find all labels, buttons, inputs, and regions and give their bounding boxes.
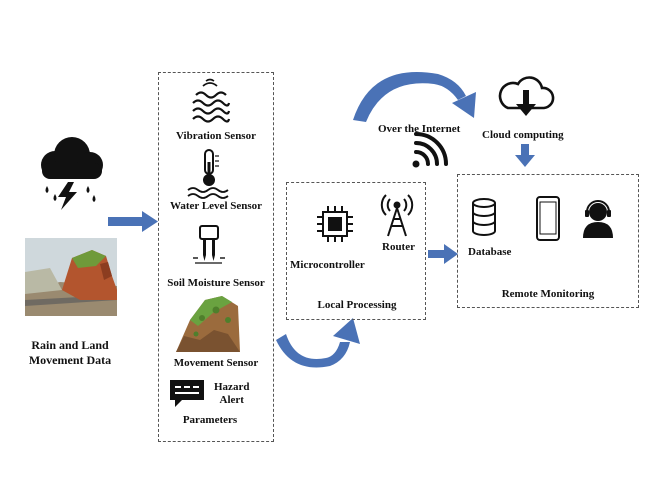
tablet-icon: [536, 196, 560, 241]
water-level-sensor-label: Water Level Sensor: [169, 200, 263, 212]
arrow-sensors-to-local: [276, 318, 360, 368]
microcontroller-label: Microcontroller: [290, 259, 365, 271]
parameters-box: [158, 72, 274, 442]
hill-movement-icon: [176, 296, 240, 352]
remote-monitoring-title: Remote Monitoring: [501, 288, 595, 300]
storm-cloud-icon: [41, 137, 103, 210]
landslide-image: [25, 238, 117, 316]
router-label: Router: [382, 241, 415, 253]
wifi-icon: [412, 132, 448, 168]
thermometer-water-icon: [187, 149, 229, 199]
soil-probe-icon: [193, 225, 225, 264]
database-icon: [472, 198, 496, 236]
hazard-alert-line1: Hazard: [214, 381, 250, 393]
soil-moisture-sensor-label: Soil Moisture Sensor: [167, 277, 265, 289]
vibration-wave-icon: [192, 78, 231, 123]
movement-sensor-label: Movement Sensor: [173, 357, 259, 369]
arrow-local-to-internet: [353, 71, 476, 122]
hazard-alert-line2: Alert: [219, 394, 244, 406]
arrow-local-to-remote: [428, 244, 458, 264]
cloud-computing-label: Cloud computing: [482, 129, 564, 141]
local-processing-box: [286, 182, 426, 320]
left-caption: Rain and Land Movement Data: [20, 338, 120, 368]
hazard-alert-icon: [170, 380, 204, 407]
local-processing-title: Local Processing: [317, 299, 397, 311]
arrow-cloud-to-remote: [515, 144, 535, 167]
left-caption-line2: Movement Data: [28, 353, 112, 367]
database-label: Database: [468, 246, 512, 258]
left-caption-line1: Rain and Land: [31, 338, 109, 352]
microcontroller-chip-icon: [317, 206, 353, 242]
support-agent-icon: [583, 200, 613, 238]
hazard-alert-label: Hazard Alert: [214, 381, 249, 407]
over-the-internet-label: Over the Internet: [378, 123, 461, 135]
remote-monitoring-box: [457, 174, 639, 308]
router-tower-icon: [380, 194, 414, 237]
parameters-title: Parameters: [182, 414, 238, 426]
arrow-data-to-sensors: [108, 211, 158, 232]
vibration-sensor-label: Vibration Sensor: [176, 130, 256, 142]
cloud-download-icon: [498, 76, 555, 116]
